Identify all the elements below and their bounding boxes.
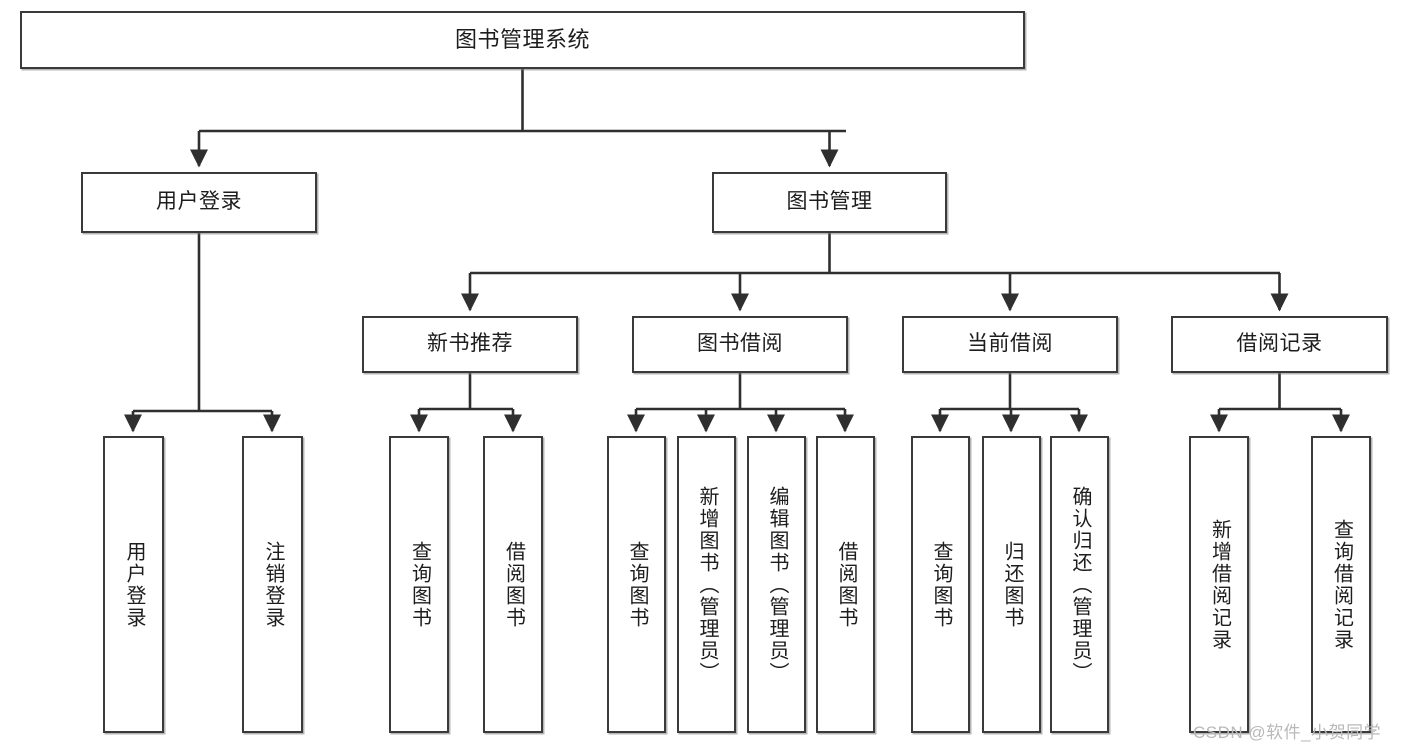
node-root[interactable]: 图书管理系统: [20, 11, 1025, 69]
node-borrow-records[interactable]: 借阅记录: [1171, 316, 1388, 373]
leaf-node-label: 查询图书: [626, 540, 648, 629]
leaf-node[interactable]: 查询图书: [911, 436, 970, 733]
node-current-borrow-label: 当前借阅: [967, 332, 1053, 356]
leaf-node[interactable]: 查询借阅记录: [1311, 436, 1371, 733]
node-new-book-recommend[interactable]: 新书推荐: [362, 316, 578, 373]
node-root-label: 图书管理系统: [454, 27, 590, 53]
leaf-node-label: 新增图书（管理员）: [696, 485, 718, 684]
leaf-node-label: 编辑图书（管理员）: [766, 485, 788, 684]
leaf-node[interactable]: 归还图书: [982, 436, 1041, 733]
leaf-node-label: 借阅图书: [502, 540, 525, 629]
leaf-node-label: 查询图书: [930, 540, 952, 629]
leaf-node[interactable]: 查询图书: [389, 436, 449, 733]
leaf-node-label: 注销登录: [262, 540, 284, 629]
leaf-node[interactable]: 编辑图书（管理员）: [747, 436, 806, 733]
leaf-node[interactable]: 借阅图书: [816, 436, 875, 733]
node-user-login-label: 用户登录: [156, 190, 242, 214]
node-book-borrow-label: 图书借阅: [697, 332, 783, 356]
leaf-node[interactable]: 用户登录: [103, 436, 164, 733]
leaf-node-label: 借阅图书: [835, 540, 857, 629]
leaf-node-label: 用户登录: [123, 540, 145, 629]
leaf-node-label: 确认归还（管理员）: [1069, 485, 1091, 684]
leaf-node[interactable]: 新增借阅记录: [1189, 436, 1249, 733]
node-book-borrow[interactable]: 图书借阅: [632, 316, 848, 373]
leaf-node-label: 新增借阅记录: [1208, 518, 1231, 651]
node-new-book-recommend-label: 新书推荐: [427, 332, 513, 356]
node-user-login[interactable]: 用户登录: [81, 172, 317, 233]
leaf-node[interactable]: 查询图书: [607, 436, 666, 733]
leaf-node-label: 查询借阅记录: [1330, 518, 1353, 651]
leaf-node[interactable]: 注销登录: [242, 436, 303, 733]
node-current-borrow[interactable]: 当前借阅: [902, 316, 1118, 373]
leaf-node[interactable]: 确认归还（管理员）: [1050, 436, 1109, 733]
leaf-node[interactable]: 新增图书（管理员）: [677, 436, 736, 733]
node-book-management[interactable]: 图书管理: [712, 172, 947, 233]
node-borrow-records-label: 借阅记录: [1236, 332, 1323, 356]
node-book-management-label: 图书管理: [786, 190, 873, 214]
leaf-node-label: 归还图书: [1001, 540, 1023, 629]
leaf-node[interactable]: 借阅图书: [483, 436, 543, 733]
leaf-node-label: 查询图书: [408, 540, 431, 629]
